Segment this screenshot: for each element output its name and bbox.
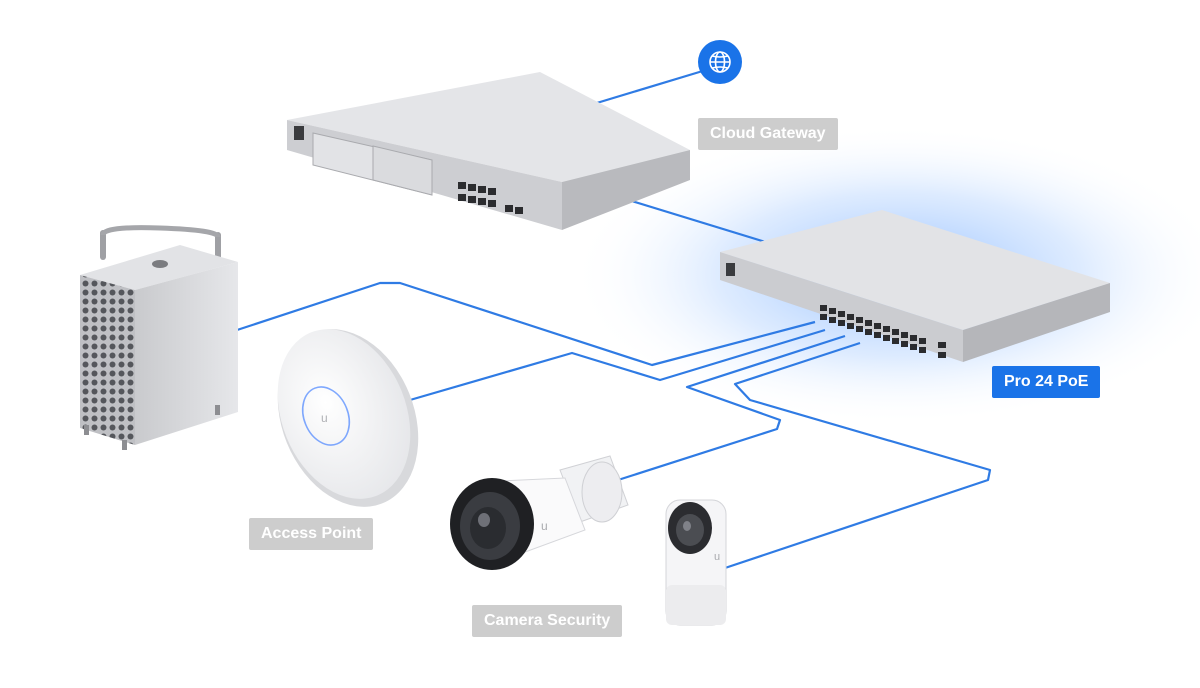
svg-text:u: u [714,551,720,563]
access-point-device: u [252,308,443,528]
cloud-gateway-label: Cloud Gateway [698,118,838,150]
pro-24-poe-label: Pro 24 PoE [992,366,1100,398]
svg-text:u: u [541,519,548,533]
camera-security-label: Camera Security [472,605,622,637]
bullet-camera-device: u [450,456,628,570]
svg-text:u: u [321,411,328,425]
internet-node [698,40,742,84]
dome-camera-device: u [666,500,726,625]
computer-tower [80,228,238,450]
access-point-label: Access Point [249,518,373,550]
